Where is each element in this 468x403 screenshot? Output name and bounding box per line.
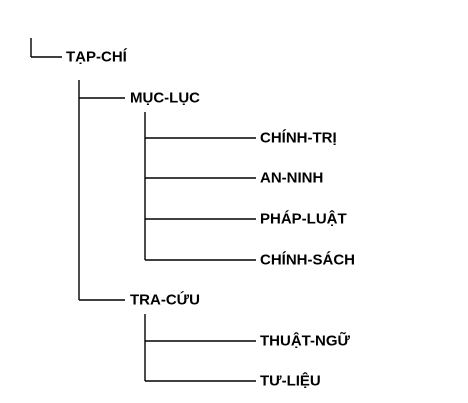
branch-label-0: MỤC-LỤC xyxy=(130,90,200,107)
root-node-label: TẠP-CHÍ xyxy=(66,49,128,66)
leaf-label-0-1: AN-NINH xyxy=(260,170,323,187)
leaf-label-1-1: TƯ-LIỆU xyxy=(260,372,321,390)
branch-label-1: TRA-CỨU xyxy=(130,291,200,309)
leaf-label-0-0: CHÍNH-TRỊ xyxy=(260,130,337,147)
leaf-label-0-3: CHÍNH-SÁCH xyxy=(260,252,355,269)
leaf-label-1-0: THUẬT-NGỮ xyxy=(260,332,350,350)
leaf-label-0-2: PHÁP-LUẬT xyxy=(260,210,347,228)
